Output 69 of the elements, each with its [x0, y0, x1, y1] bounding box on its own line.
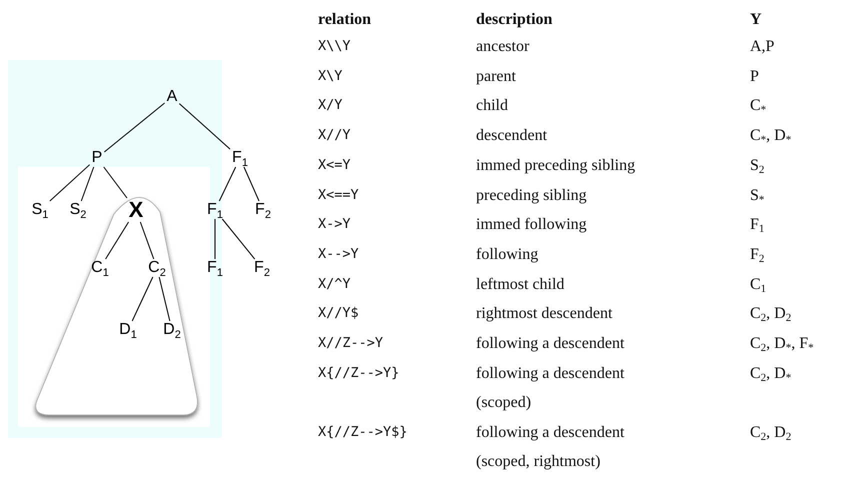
- matched-nodes: C$_{*}$: [750, 91, 855, 120]
- tree-node-label: S$_{2}$: [68, 201, 88, 219]
- relation-expression: X<==Y: [318, 186, 360, 205]
- tree-edge: [222, 218, 256, 260]
- tree-edge: [105, 222, 130, 260]
- tree-node-label: C$_{1}$: [89, 259, 111, 277]
- tree-node-label: F$_{1}$: [205, 201, 225, 219]
- matched-nodes: F$_{2}$: [750, 240, 855, 269]
- relation-description: descendent: [476, 126, 548, 146]
- tree-edge: [158, 276, 170, 322]
- matched-nodes: C$_{2}$, D$_{2}$: [750, 418, 855, 447]
- tree-edge: [132, 276, 154, 322]
- tree-node-label: X: [126, 198, 146, 222]
- tree-node-label: F$_{1}$: [205, 259, 225, 277]
- relation-expression: X//Y: [318, 126, 352, 145]
- matched-nodes: F$_{1}$: [750, 210, 855, 239]
- relation-expression: X->Y: [318, 215, 352, 234]
- column-header: description: [476, 10, 554, 30]
- relation-description: preceding sibling: [476, 186, 588, 206]
- relation-expression: X<=Y: [318, 156, 352, 175]
- relation-expression: X//Y$: [318, 304, 360, 323]
- tree-edge: [243, 166, 260, 202]
- relation-expression: X/^Y: [318, 275, 352, 294]
- relation-expression: X\\Y: [318, 37, 352, 56]
- tree-node-label: F$_{2}$: [252, 259, 272, 277]
- relation-description: following a descendent (scoped, rightmost): [476, 423, 626, 472]
- tree-edge: [49, 164, 90, 202]
- relation-description: child: [476, 96, 509, 116]
- tree-edge: [218, 166, 236, 202]
- matched-nodes: C$_{2}$, D$_{*}$: [750, 359, 855, 388]
- relation-expression: X//Z-->Y: [318, 334, 384, 353]
- tree-node-label: F$_{2}$: [253, 201, 273, 219]
- tree-node-label: C$_{2}$: [146, 259, 168, 277]
- relation-expression: X-->Y: [318, 245, 360, 264]
- tree-node-label: A: [164, 88, 180, 106]
- relation-expression: X{//Z-->Y}: [318, 364, 400, 383]
- matched-nodes: C$_{2}$, D$_{*}$, F$_{*}$: [750, 329, 855, 358]
- tree-edge: [140, 222, 154, 260]
- tree-edge: [178, 103, 231, 150]
- relation-description: parent: [476, 67, 517, 87]
- matched-nodes: P: [750, 62, 855, 91]
- tree-edge: [104, 102, 166, 153]
- relation-expression: X{//Z-->Y$}: [318, 423, 408, 442]
- matched-nodes: A,P: [750, 32, 855, 61]
- matched-nodes: C$_{1}$: [750, 270, 855, 299]
- matched-nodes: C$_{*}$, D$_{*}$: [750, 121, 855, 150]
- matched-nodes: S$_{2}$: [750, 151, 855, 180]
- tree-node-label: F$_{1}$: [230, 149, 250, 167]
- relation-description: leftmost child: [476, 275, 566, 295]
- matched-nodes: C$_{2}$, D$_{2}$: [750, 299, 855, 328]
- column-header: Y: [750, 10, 763, 30]
- relation-expression: X/Y: [318, 96, 344, 115]
- tree-edge: [80, 166, 94, 202]
- tree-node-label: P: [90, 149, 104, 167]
- relation-expression: X\Y: [318, 67, 344, 86]
- column-header: relation: [318, 10, 372, 30]
- tree-edge: [214, 218, 216, 260]
- matched-nodes: S$_{*}$: [750, 181, 855, 210]
- tree-edge: [103, 166, 128, 198]
- relation-description: immed following: [476, 215, 588, 235]
- relation-description: following a descendent (scoped): [476, 364, 626, 413]
- relation-description: immed preceding sibling: [476, 156, 636, 176]
- relation-description: following: [476, 245, 540, 265]
- relation-description: ancestor: [476, 37, 530, 57]
- tree-node-label: D$_{2}$: [161, 321, 183, 339]
- relation-description: following a descendent: [476, 334, 626, 354]
- tree-node-label: S$_{1}$: [30, 201, 50, 219]
- relation-description: rightmost descendent: [476, 304, 614, 324]
- tree-node-label: D$_{1}$: [117, 321, 139, 339]
